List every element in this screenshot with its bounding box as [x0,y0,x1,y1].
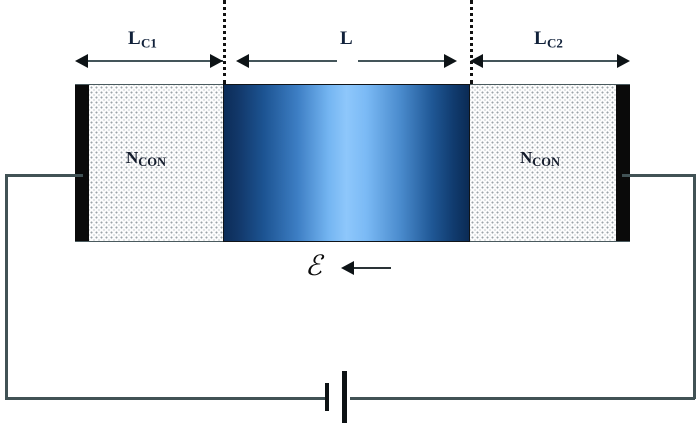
wire-vertical-right [693,174,696,399]
arrowhead-lc2-right [617,54,630,68]
wire-top-left [5,174,83,177]
wire-bottom-left [5,397,325,400]
dimension-line-lc1 [87,60,223,62]
arrowhead-lc1-left [75,54,88,68]
guide-line-right [470,0,473,84]
battery-plate-short [325,383,329,411]
electrode-right [616,85,630,241]
contact-region-right [470,85,616,241]
dimension-line-l-right [358,60,444,62]
contact-region-left [89,85,223,241]
arrowhead-l-left [236,54,249,68]
electric-field-arrowhead [341,261,354,275]
battery-plate-long [342,371,347,423]
electric-field-symbol: ℰ [305,249,322,282]
electric-field-arrow-line [353,267,391,269]
label-ncon-left: NCON [126,148,167,170]
wire-top-right [622,174,695,177]
dimension-label-l: L [340,28,353,49]
wire-vertical-left [5,174,8,399]
dimension-label-lc1: LC1 [128,28,157,51]
electrode-left [75,85,89,241]
arrowhead-l-right [444,54,457,68]
arrowhead-lc1-right [210,54,223,68]
arrowhead-lc2-left [470,54,483,68]
dimension-line-l-left [249,60,337,62]
device-body [75,83,630,242]
dimension-line-lc2 [483,60,617,62]
guide-line-left [223,0,226,84]
channel-region [223,83,470,242]
label-ncon-right: NCON [520,148,561,170]
dimension-label-lc2: LC2 [534,28,563,51]
wire-bottom-right [350,397,695,400]
